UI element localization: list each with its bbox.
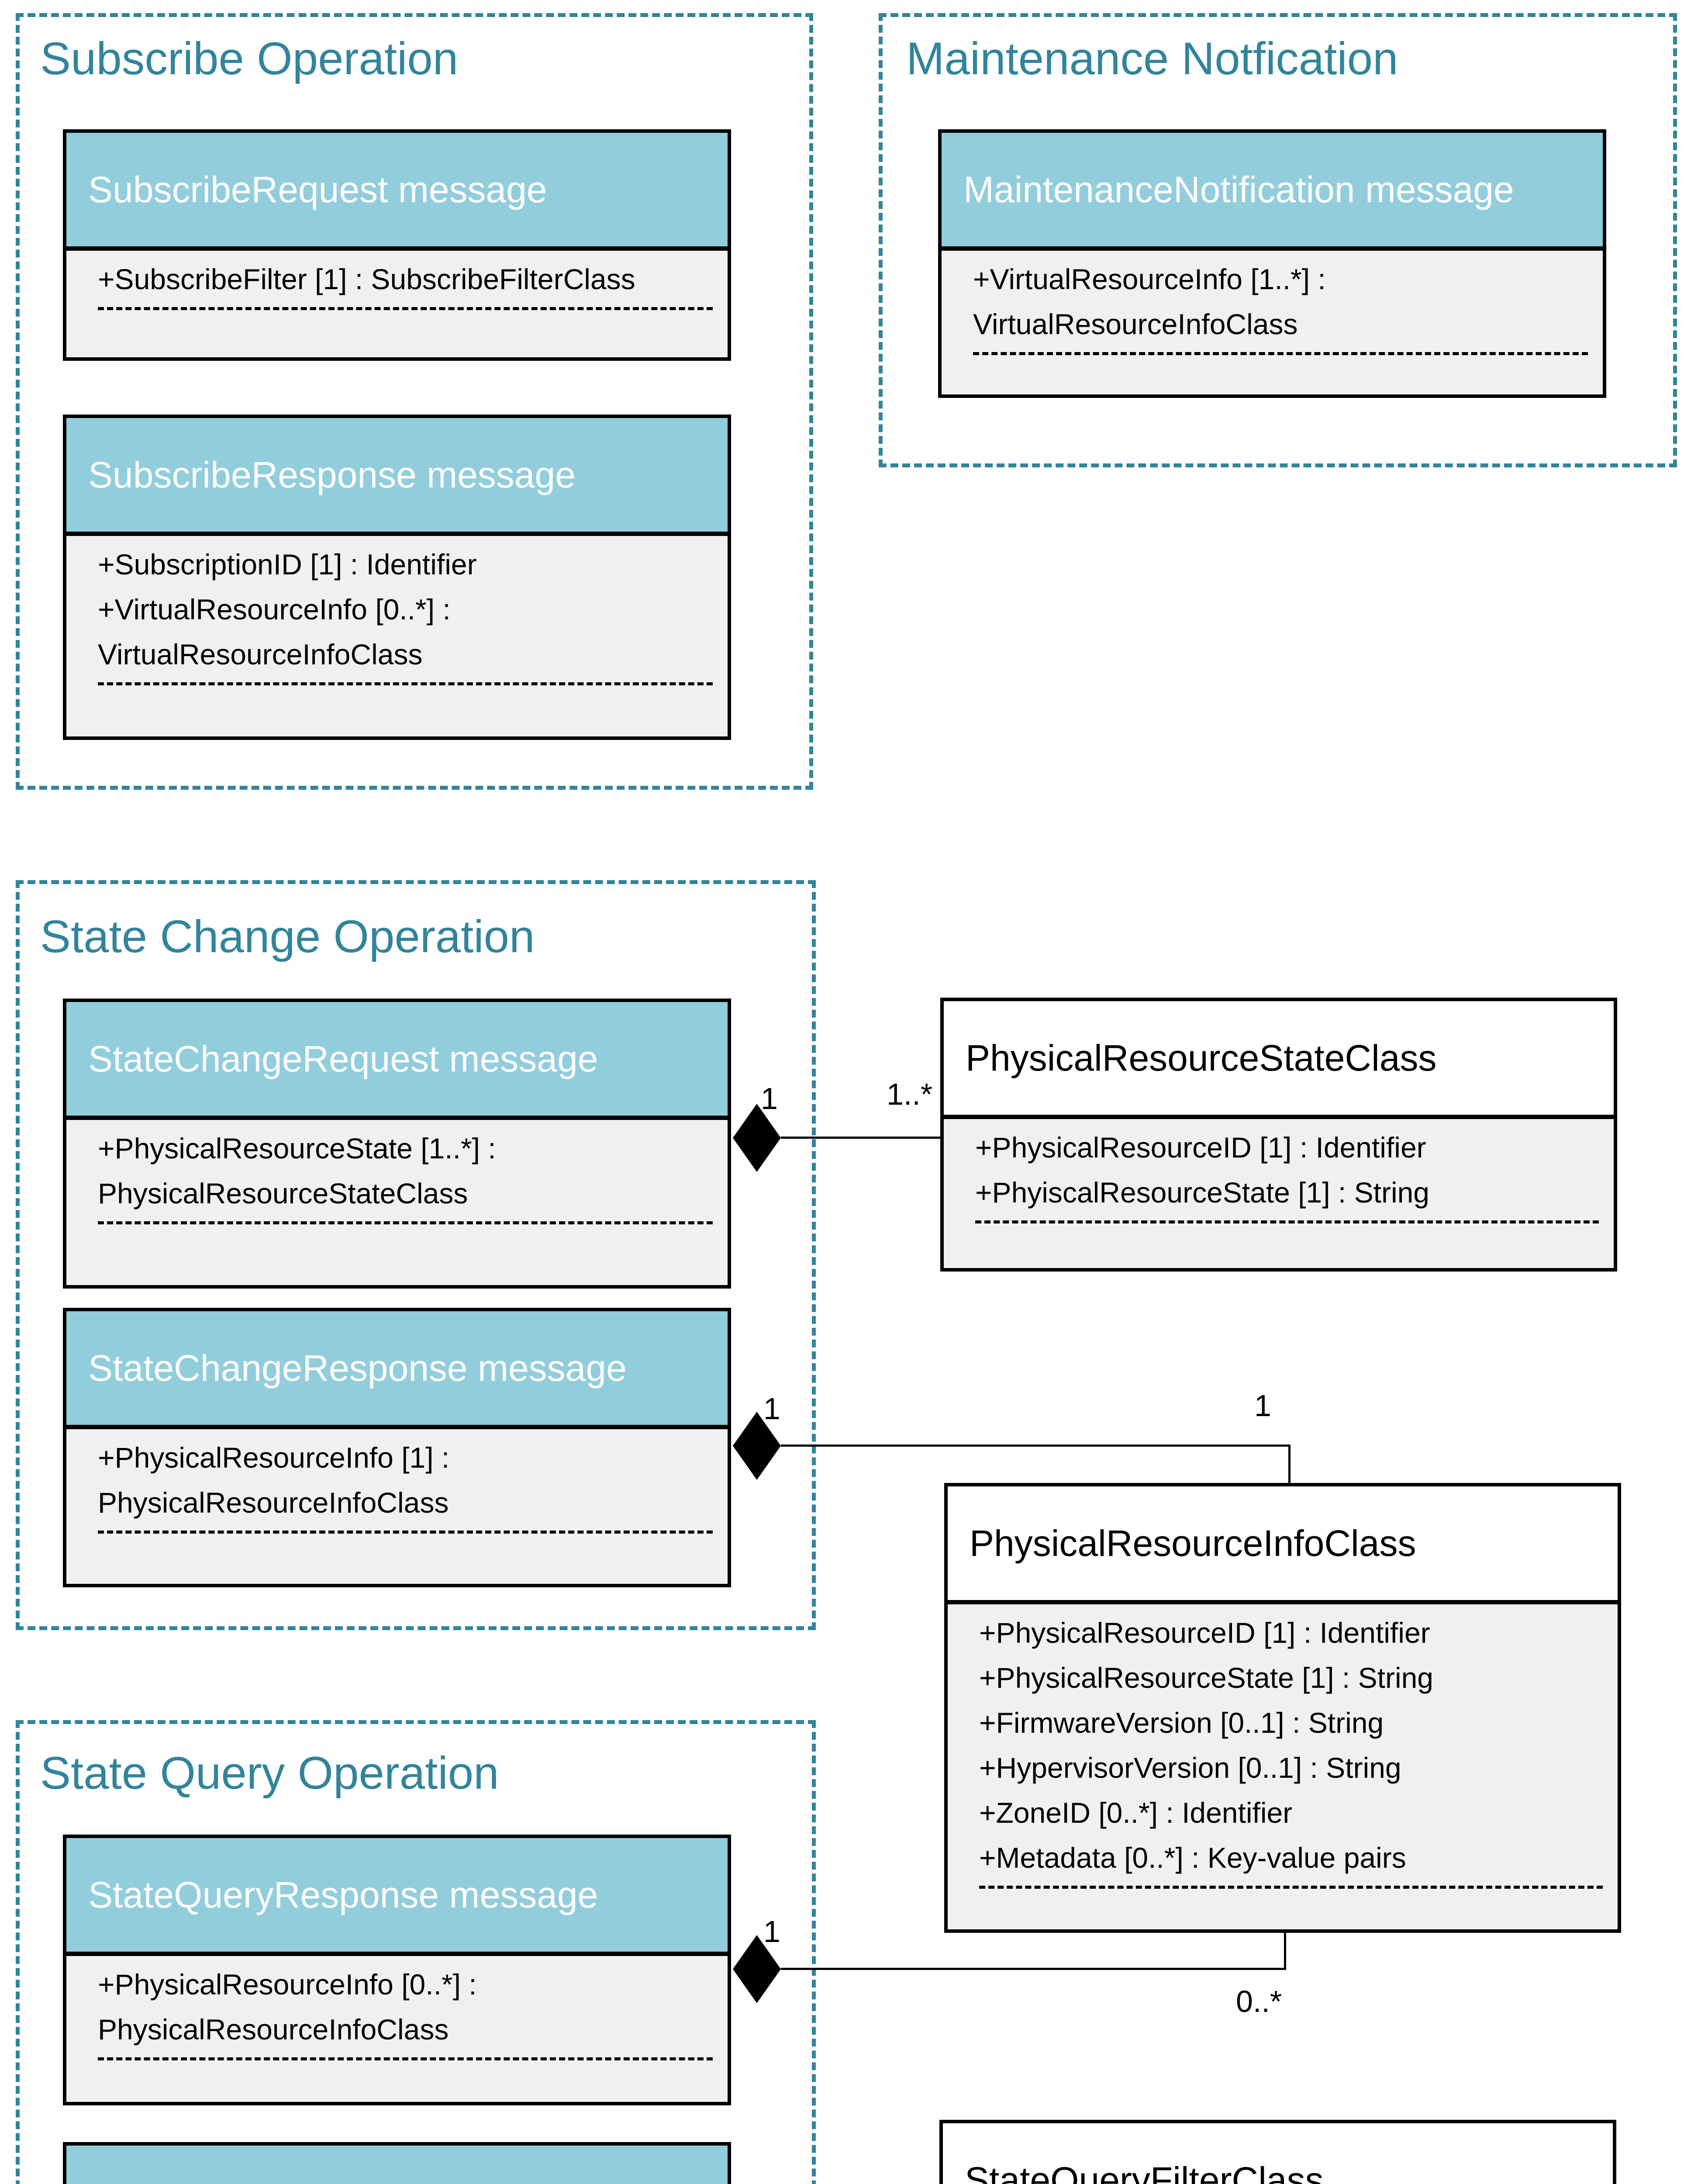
attribute-compartment: +PhysicalResourceState [1..*] : Physical… — [66, 1120, 728, 1285]
group-state-query-operation — [16, 1720, 816, 2184]
class-title: SubscribeResponse message — [66, 418, 728, 536]
attribute-line: +PhysicalResourceID [1] : Identifier — [979, 1617, 1430, 1649]
attribute-line: VirtualResourceInfoClass — [98, 638, 423, 670]
attribute-compartment: +PhysicalResourceID [1] : Identifier +Ph… — [944, 1119, 1614, 1268]
class-box-physical-resource-info-class: PhysicalResourceInfoClass +PhysicalResou… — [944, 1483, 1621, 1933]
attribute-separator — [98, 2057, 713, 2060]
attribute-line: +ZoneID [0..*] : Identifier — [979, 1797, 1293, 1829]
group-title-maintenance-notification: Maintenance Notfication — [906, 33, 1398, 84]
class-box-state-change-request-message: StateChangeRequest message +PhysicalReso… — [63, 999, 731, 1289]
attribute-line: +PhysicalResourceState [1] : String — [979, 1662, 1434, 1694]
attribute-line: PhysicalResourceInfoClass — [98, 2013, 449, 2046]
attribute-compartment: +PhysicalResourceID [1] : Identifier +Ph… — [948, 1604, 1618, 1929]
attribute-compartment: +SubscribeFilter [1] : SubscribeFilterCl… — [66, 251, 728, 357]
multiplicity-label: 1 — [763, 1392, 780, 1426]
group-title-subscribe-operation: Subscribe Operation — [40, 33, 459, 84]
class-box-subscribe-request-message: SubscribeRequest message +SubscribeFilte… — [63, 129, 731, 361]
group-state-change-operation — [16, 880, 816, 1630]
multiplicity-label: 1 — [1254, 1389, 1271, 1423]
attribute-line: +PhysicalResourceInfo [1] : — [98, 1441, 450, 1474]
attribute-separator — [98, 1531, 713, 1534]
group-title-state-change-operation: State Change Operation — [40, 911, 535, 962]
attribute-line: +PhysicalResourceState [1..*] : — [98, 1132, 496, 1165]
attribute-separator — [98, 682, 713, 685]
class-title: StateQueryRequest message — [66, 2146, 728, 2184]
class-title: StateQueryResponse message — [66, 1838, 728, 1956]
multiplicity-label: 1..* — [887, 1077, 933, 1111]
class-box-state-query-request-message: StateQueryRequest message StateQueryFilt… — [63, 2142, 731, 2184]
attribute-compartment: +PhysicalResourceInfo [1] : PhysicalReso… — [66, 1429, 728, 1584]
attribute-line: +PhysicalResourceInfo [0..*] : — [98, 1968, 477, 2001]
attribute-line: +FirmwareVersion [0..1] : String — [979, 1707, 1384, 1739]
class-box-state-query-response-message: StateQueryResponse message +PhysicalReso… — [63, 1835, 731, 2105]
attribute-line: +Metadata [0..*] : Key-value pairs — [979, 1842, 1406, 1874]
attribute-line: +PhysicalResourceID [1] : Identifier — [975, 1131, 1426, 1164]
connector-line — [781, 1968, 1286, 1970]
group-title-state-query-operation: State Query Operation — [40, 1748, 499, 1799]
attribute-line: +VirtualResourceInfo [0..*] : — [98, 593, 451, 625]
class-box-maintenance-notification-message: MaintenanceNotification message +Virtual… — [938, 129, 1606, 398]
attribute-separator — [98, 307, 713, 310]
multiplicity-label: 1 — [763, 1914, 780, 1949]
attribute-line: VirtualResourceInfoClass — [973, 308, 1298, 340]
connector-line — [781, 1444, 1291, 1447]
attribute-line: +HypervisorVersion [0..1] : String — [979, 1752, 1401, 1784]
attribute-line: PhysicalResourceStateClass — [98, 1177, 468, 1209]
class-box-state-change-response-message: StateChangeResponse message +PhysicalRes… — [63, 1308, 731, 1587]
class-box-subscribe-response-message: SubscribeResponse message +SubscriptionI… — [63, 415, 731, 740]
multiplicity-label: 1 — [761, 1082, 778, 1116]
attribute-line: +SubscribeFilter [1] : SubscribeFilterCl… — [98, 263, 635, 295]
connector-line — [1288, 1444, 1291, 1485]
attribute-line: +VirtualResourceInfo [1..*] : — [973, 263, 1326, 295]
attribute-line: +SubscriptionID [1] : Identifier — [98, 548, 477, 581]
connector-line — [781, 1137, 940, 1139]
group-subscribe-operation — [16, 13, 813, 790]
attribute-separator — [975, 1220, 1599, 1223]
class-title: PhysicalResourceInfoClass — [948, 1486, 1618, 1604]
class-box-physical-resource-state-class: PhysicalResourceStateClass +PhysicalReso… — [940, 998, 1617, 1272]
group-maintenance-notification — [879, 13, 1677, 467]
attribute-separator — [98, 1221, 713, 1224]
attribute-separator — [973, 352, 1588, 355]
attribute-line: +PhyiscalResourceState [1] : String — [975, 1176, 1430, 1209]
class-title: StateChangeRequest message — [66, 1002, 728, 1120]
class-title: StateChangeResponse message — [66, 1311, 728, 1429]
attribute-compartment: +SubscriptionID [1] : Identifier +Virtua… — [66, 536, 728, 736]
attribute-compartment: +PhysicalResourceInfo [0..*] : PhysicalR… — [66, 1956, 728, 2102]
class-title: MaintenanceNotification message — [942, 133, 1603, 251]
attribute-separator — [979, 1886, 1603, 1889]
attribute-compartment: +VirtualResourceInfo [1..*] : VirtualRes… — [942, 251, 1603, 394]
attribute-line: PhysicalResourceInfoClass — [98, 1486, 449, 1519]
class-box-state-query-filter-class: StateQueryFilterClass +PhysicalResourceI… — [939, 2120, 1616, 2184]
class-title: SubscribeRequest message — [66, 133, 728, 251]
connector-line — [1284, 1932, 1286, 1969]
class-title: PhysicalResourceStateClass — [944, 1001, 1614, 1119]
multiplicity-label: 0..* — [1236, 1984, 1282, 2018]
class-title: StateQueryFilterClass — [943, 2123, 1613, 2184]
